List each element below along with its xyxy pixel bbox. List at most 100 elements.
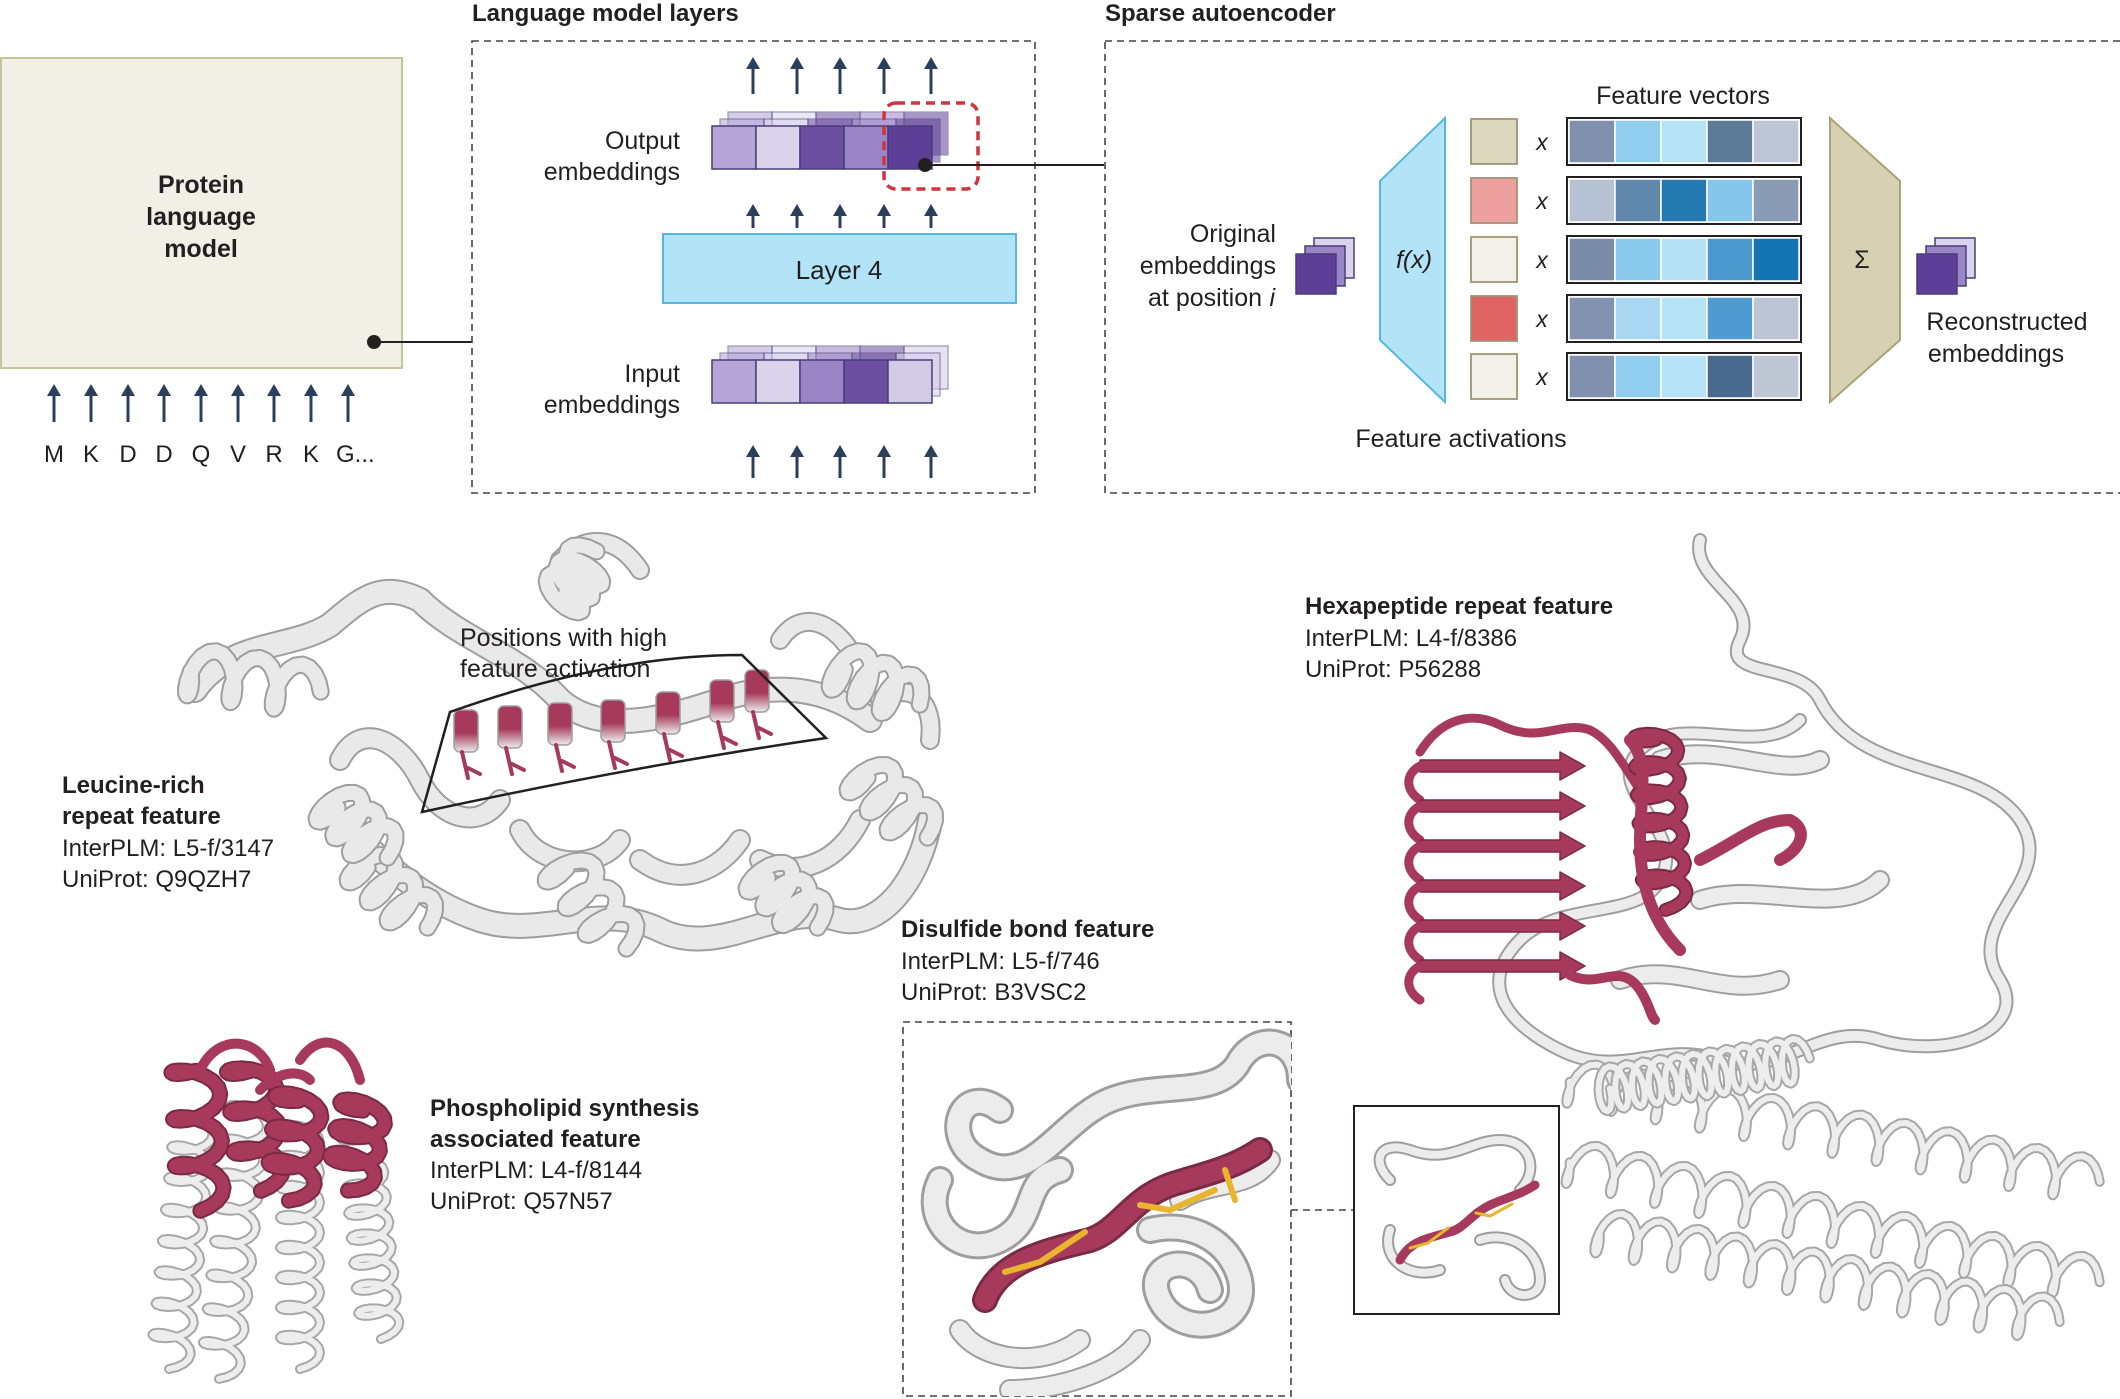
disulfide-zoom-structure — [920, 1028, 1291, 1396]
activation-4 — [1470, 295, 1518, 342]
hexapeptide-red-beta-helix — [1404, 713, 1694, 1025]
disulfide-full-structure — [1560, 1033, 2105, 1341]
leucine-sidechain-4 — [607, 740, 629, 770]
layer-4-block — [662, 233, 1017, 304]
feature-vector-row-4 — [1566, 294, 1802, 343]
seq-arrow-7-head — [267, 384, 281, 396]
beta-strand-1 — [1419, 751, 1586, 781]
seq-arrow-6-head — [231, 384, 245, 396]
layer-output-arrows — [746, 204, 938, 228]
leucine-repeat-1 — [453, 709, 479, 753]
output-label-line-1: Output — [605, 127, 680, 155]
selected-embedding-highlight — [882, 101, 980, 191]
feature-vector-row-5 — [1566, 352, 1802, 401]
activation-5 — [1470, 353, 1518, 400]
seq-letter-4: D — [155, 441, 172, 468]
leucine-highlighted-repeats — [453, 669, 773, 780]
input-arrows — [746, 445, 938, 478]
feature-cell-1-1 — [1568, 119, 1616, 164]
beta-strand-3 — [1419, 831, 1586, 861]
feature-cell-5-5 — [1752, 354, 1800, 399]
multiply-sign-2: x — [1535, 188, 1549, 214]
leucine-repeat-3 — [547, 702, 573, 746]
phospho-red-loops — [195, 1037, 365, 1095]
input-arrow-1-head — [746, 445, 760, 457]
hexa-top-loop — [1415, 713, 1645, 795]
activation-2 — [1470, 177, 1518, 224]
decoder-trapezoid — [1829, 115, 1901, 405]
leucine-sidechain-7 — [751, 710, 773, 740]
phospho-red-helix-4 — [324, 1093, 391, 1197]
feature-cell-3-4 — [1706, 237, 1754, 282]
sae-dashed-box — [1104, 40, 2120, 494]
phospho-red-helix-2 — [220, 1062, 290, 1197]
beta-strand-2 — [1419, 791, 1586, 821]
high-activation-label-line-1: Positions with high — [460, 624, 667, 652]
seq-letter-7: R — [265, 441, 282, 468]
seq-arrow-2-head — [84, 384, 98, 396]
high-activation-region-outline — [420, 653, 829, 814]
output-embedding-cell-3 — [799, 125, 845, 170]
hexapeptide-structure — [1404, 533, 2037, 1072]
hexa-red-helix — [1628, 728, 1692, 915]
feature-cell-5-1 — [1568, 354, 1616, 399]
feature-cell-1-4 — [1706, 119, 1754, 164]
plm-box — [0, 57, 403, 369]
decoder-label: Σ — [1854, 246, 1869, 274]
sae-title: Sparse autoencoder — [1105, 0, 1336, 27]
encoder-trapezoid — [1379, 115, 1446, 405]
reconstructed-label-line-1: Reconstructed — [1926, 308, 2087, 336]
mid-arrow-1-head — [746, 204, 760, 216]
disulfide-inset-box — [1353, 1105, 1560, 1315]
layer-4-label: Layer 4 — [796, 255, 883, 285]
feature-cell-3-1 — [1568, 237, 1616, 282]
leucine-interplm-id: InterPLM: L5-f/3147 — [62, 835, 274, 862]
feature-vector-row-2 — [1566, 176, 1802, 225]
leucine-uniprot-id: UniProt: Q9QZH7 — [62, 866, 251, 893]
phospho-red-helix-3 — [262, 1087, 328, 1207]
mid-arrow-5-head — [924, 204, 938, 216]
leucine-helix-4 — [340, 848, 442, 935]
feature-cell-1-3 — [1660, 119, 1708, 164]
plm-title-line-3: model — [164, 235, 238, 263]
activation-3 — [1470, 236, 1518, 283]
sae-panel: Sparse autoencoder Original embeddings a… — [1104, 0, 2120, 494]
feature-vector-row-1 — [1566, 117, 1802, 166]
reconstructed-embedding-layer-3 — [1916, 253, 1958, 295]
leucine-repeat-7 — [744, 669, 770, 713]
beta-strand-4 — [1419, 871, 1586, 901]
sequence-letters: M K D D Q V R K G... — [44, 441, 375, 468]
phospholipid-structure — [147, 1037, 405, 1384]
beta-turn-5 — [1404, 921, 1425, 965]
output-arrow-3-head — [833, 57, 847, 69]
feature-vectors-label: Feature vectors — [1596, 82, 1770, 110]
beta-turn-1 — [1404, 761, 1425, 805]
hexapeptide-uniprot-id: UniProt: P56288 — [1305, 656, 1481, 683]
output-embedding-cell-2 — [755, 125, 801, 170]
feature-cell-2-1 — [1568, 178, 1616, 223]
feature-cell-5-2 — [1614, 354, 1662, 399]
feature-cell-4-4 — [1706, 296, 1754, 341]
leucine-helix-1 — [179, 644, 328, 716]
feature-cell-4-2 — [1614, 296, 1662, 341]
input-embedding-cell-3 — [799, 359, 845, 404]
leucine-sidechain-2 — [504, 746, 526, 776]
original-label-line-2: embeddings — [1140, 252, 1276, 280]
output-arrow-4-head — [877, 57, 891, 69]
leucine-sidechain-6 — [716, 720, 738, 750]
original-embedding-layer-3 — [1295, 253, 1337, 295]
original-label-line-3: at position — [1148, 284, 1262, 312]
layers-panel: Language model layers Output embeddings … — [471, 0, 1104, 494]
input-arrow-4-head — [877, 445, 891, 457]
seq-letter-2: K — [83, 441, 99, 468]
multiply-sign-5: x — [1535, 364, 1549, 390]
seq-arrow-9-head — [341, 384, 355, 396]
mid-arrow-3-head — [833, 204, 847, 216]
feature-cell-4-3 — [1660, 296, 1708, 341]
seq-arrow-1-head — [47, 384, 61, 396]
hexa-tail — [1565, 970, 1660, 1025]
leucine-helix-5 — [538, 853, 644, 956]
input-label-line-2: embeddings — [544, 391, 680, 419]
